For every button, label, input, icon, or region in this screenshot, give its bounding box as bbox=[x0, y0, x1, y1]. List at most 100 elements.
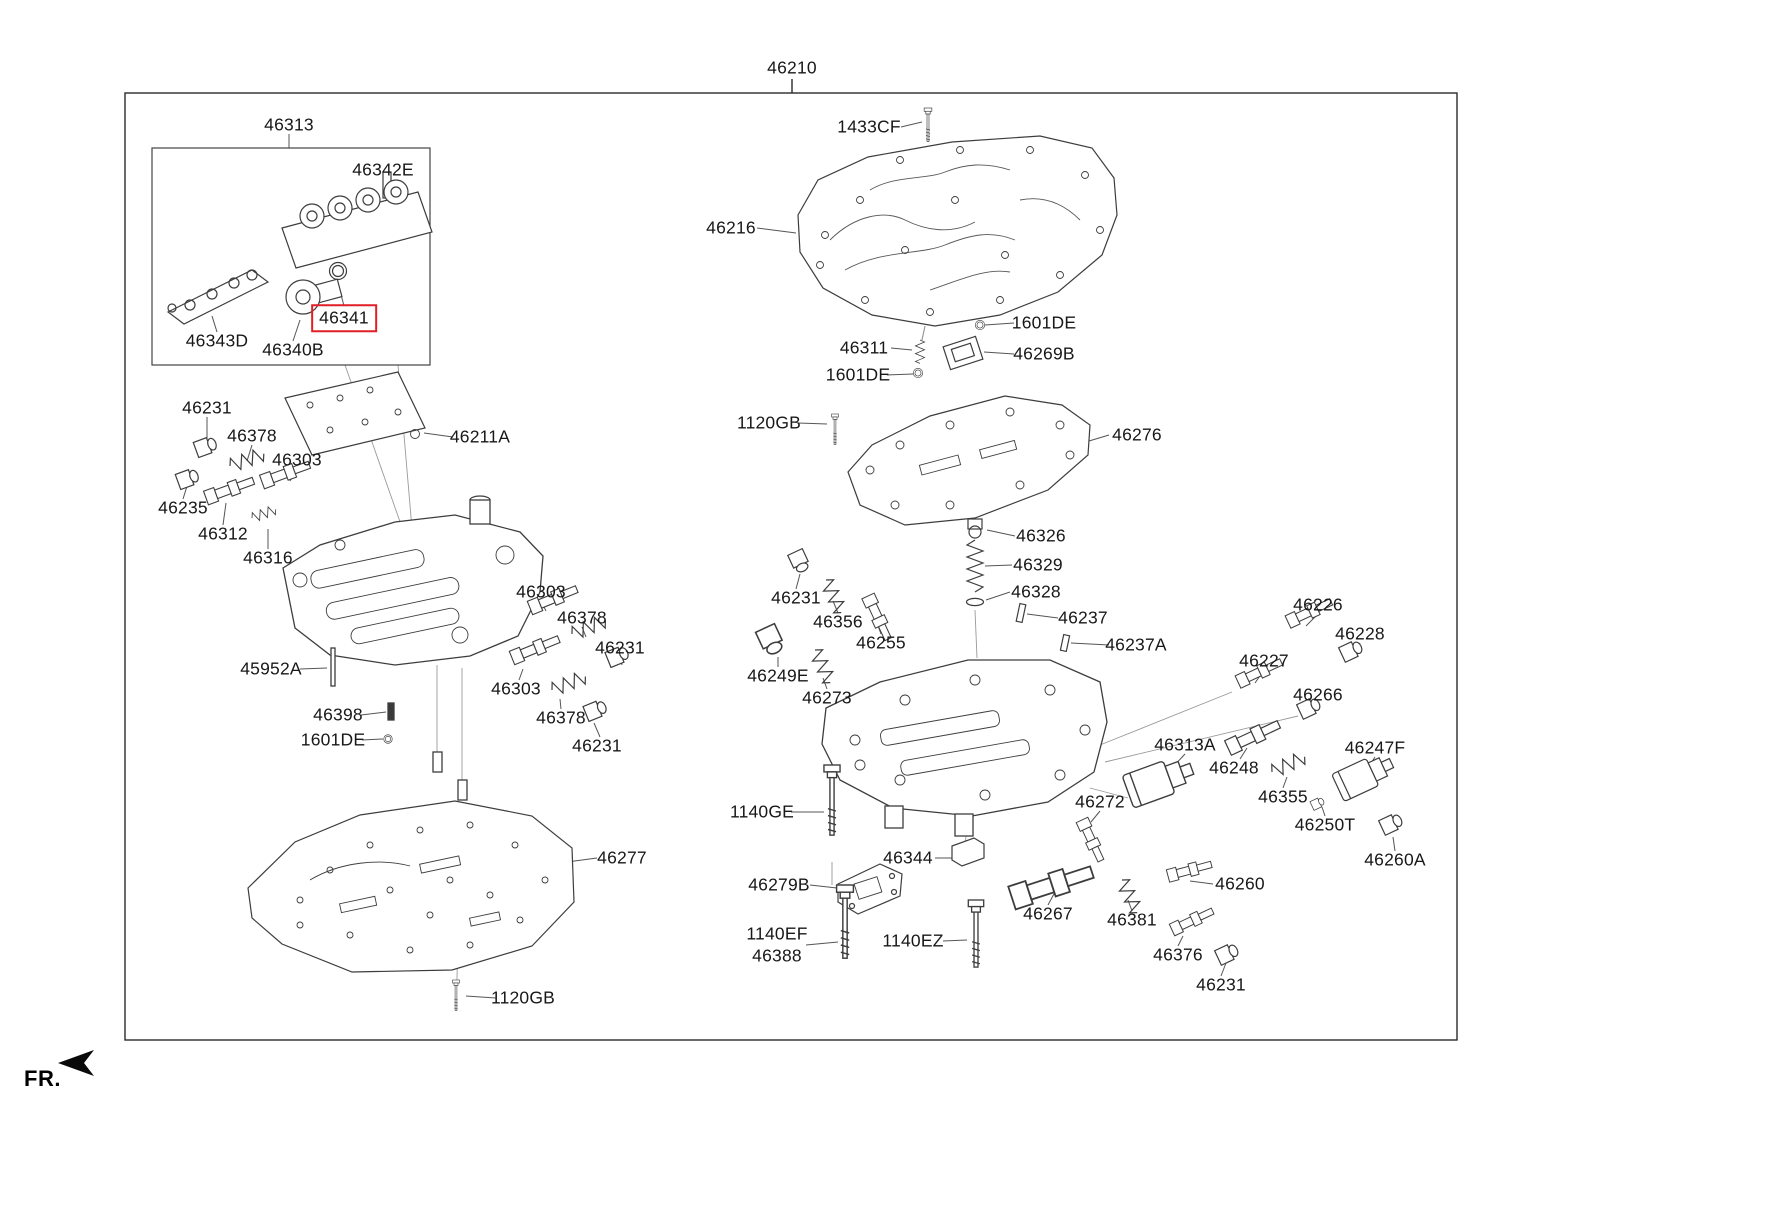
callout-46210: 46210 bbox=[767, 57, 817, 78]
callout-1601DE-3: 1601DE bbox=[300, 729, 366, 750]
fr-indicator: FR. bbox=[24, 1066, 61, 1091]
callout-46313A: 46313A bbox=[1154, 734, 1216, 755]
callout-46277: 46277 bbox=[597, 847, 647, 868]
valve-46303-r2 bbox=[508, 631, 562, 666]
callout-46316: 46316 bbox=[243, 547, 293, 568]
callout-46311: 46311 bbox=[839, 337, 889, 358]
callout-46235: 46235 bbox=[158, 497, 208, 518]
callout-1140EF: 1140EF bbox=[746, 923, 808, 944]
spring-46356 bbox=[819, 576, 849, 617]
callout-46272: 46272 bbox=[1075, 791, 1125, 812]
filter-46269B bbox=[942, 335, 984, 371]
callout-46340B: 46340B bbox=[262, 339, 324, 360]
callout-46303-1: 46303 bbox=[272, 449, 322, 470]
solenoid-46247F bbox=[1331, 748, 1399, 803]
callout-46255: 46255 bbox=[856, 632, 906, 653]
valve-46248 bbox=[1224, 716, 1283, 756]
callout-46356: 46356 bbox=[813, 611, 863, 632]
filter-46269B-inner bbox=[950, 342, 976, 363]
callout-46376: 46376 bbox=[1153, 944, 1203, 965]
bracket-46344 bbox=[951, 837, 985, 867]
pin-46237A bbox=[1059, 633, 1071, 653]
bottom-hardware bbox=[823, 764, 985, 968]
pin-46398 bbox=[387, 702, 395, 721]
bolt-1120GB-2 bbox=[452, 979, 460, 1011]
callout-46326: 46326 bbox=[1016, 525, 1066, 546]
bottom-plate-46277 bbox=[247, 800, 575, 1011]
callout-46211A: 46211A bbox=[449, 426, 511, 447]
callout-46381: 46381 bbox=[1107, 909, 1157, 930]
solenoid-46313A bbox=[1121, 751, 1199, 809]
callout-46248: 46248 bbox=[1209, 757, 1259, 778]
callout-46237: 46237 bbox=[1058, 607, 1108, 628]
bolt-1433CF bbox=[923, 107, 933, 142]
callout-46247F: 46247F bbox=[1344, 737, 1406, 758]
callout-46260: 46260 bbox=[1215, 873, 1265, 894]
separator-plate-46216 bbox=[797, 135, 1118, 341]
bolt-46250T bbox=[1309, 795, 1326, 811]
bolt-1120GB-1 bbox=[831, 413, 839, 445]
spring-46329 bbox=[965, 539, 985, 593]
pin-46237 bbox=[1015, 602, 1027, 624]
callout-1601DE-2: 1601DE bbox=[825, 364, 891, 385]
valve-46376 bbox=[1168, 904, 1216, 937]
fr-arrow-icon bbox=[58, 1050, 94, 1076]
callout-46273: 46273 bbox=[802, 687, 852, 708]
spring-46355 bbox=[1268, 749, 1309, 779]
callout-1433CF: 1433CF bbox=[837, 116, 901, 137]
callout-46231-3: 46231 bbox=[595, 637, 645, 658]
callout-46303-2: 46303 bbox=[516, 581, 566, 602]
callout-1601DE-1: 1601DE bbox=[1011, 312, 1077, 333]
upper-valve-body bbox=[282, 495, 544, 801]
callout-46328: 46328 bbox=[1011, 581, 1061, 602]
oring-1601DE-3 bbox=[383, 734, 393, 744]
callout-46312: 46312 bbox=[198, 523, 248, 544]
callout-46355: 46355 bbox=[1258, 786, 1308, 807]
callout-1120GB-1: 1120GB bbox=[736, 412, 802, 433]
valve-46272 bbox=[1075, 816, 1108, 864]
callout-46266: 46266 bbox=[1293, 684, 1343, 705]
callout-46231-4: 46231 bbox=[572, 735, 622, 756]
bolt-1140EZ bbox=[967, 899, 985, 968]
manifold-46343D bbox=[166, 269, 270, 325]
spring-46273 bbox=[808, 646, 838, 687]
plate-46211A bbox=[284, 371, 426, 456]
diagram-frame bbox=[124, 79, 1458, 1041]
plug-46231-l bbox=[192, 434, 220, 459]
oring-46341 bbox=[328, 261, 348, 281]
callout-46249E: 46249E bbox=[747, 665, 809, 686]
oring-1601DE-2 bbox=[912, 367, 924, 379]
callout-46313: 46313 bbox=[264, 114, 314, 135]
callout-46250T: 46250T bbox=[1294, 814, 1356, 835]
spring-46311 bbox=[915, 339, 925, 364]
callout-1140EZ: 1140EZ bbox=[882, 930, 944, 951]
callout-46237A: 46237A bbox=[1105, 634, 1167, 655]
valve-46312 bbox=[202, 473, 257, 506]
valve-46260 bbox=[1165, 857, 1214, 883]
oring-1601DE-1 bbox=[974, 319, 986, 331]
callout-46342E: 46342E bbox=[352, 159, 414, 180]
plug-46231-r2 bbox=[582, 698, 610, 723]
callout-46269B: 46269B bbox=[1013, 343, 1075, 364]
callout-46303-3: 46303 bbox=[491, 678, 541, 699]
retainer-46326 bbox=[967, 518, 983, 530]
callout-46231-2: 46231 bbox=[771, 587, 821, 608]
callout-46329: 46329 bbox=[1013, 554, 1063, 575]
callout-46343D: 46343D bbox=[185, 330, 249, 351]
callout-46276: 46276 bbox=[1112, 424, 1162, 445]
callout-46378-1: 46378 bbox=[227, 425, 277, 446]
callout-46231-5: 46231 bbox=[1196, 974, 1246, 995]
shaft-46267 bbox=[1007, 859, 1097, 911]
callout-46344: 46344 bbox=[883, 847, 933, 868]
callout-46378-2: 46378 bbox=[557, 607, 607, 628]
cap-46249E bbox=[754, 622, 787, 658]
plug-46260A bbox=[1378, 811, 1406, 836]
oring-46328 bbox=[965, 597, 985, 607]
plug-46231-r bbox=[1214, 941, 1242, 966]
callout-46260A: 46260A bbox=[1364, 849, 1426, 870]
callout-46227: 46227 bbox=[1239, 650, 1289, 671]
spring-stack bbox=[965, 518, 1071, 653]
gasket-46279B bbox=[837, 863, 903, 915]
